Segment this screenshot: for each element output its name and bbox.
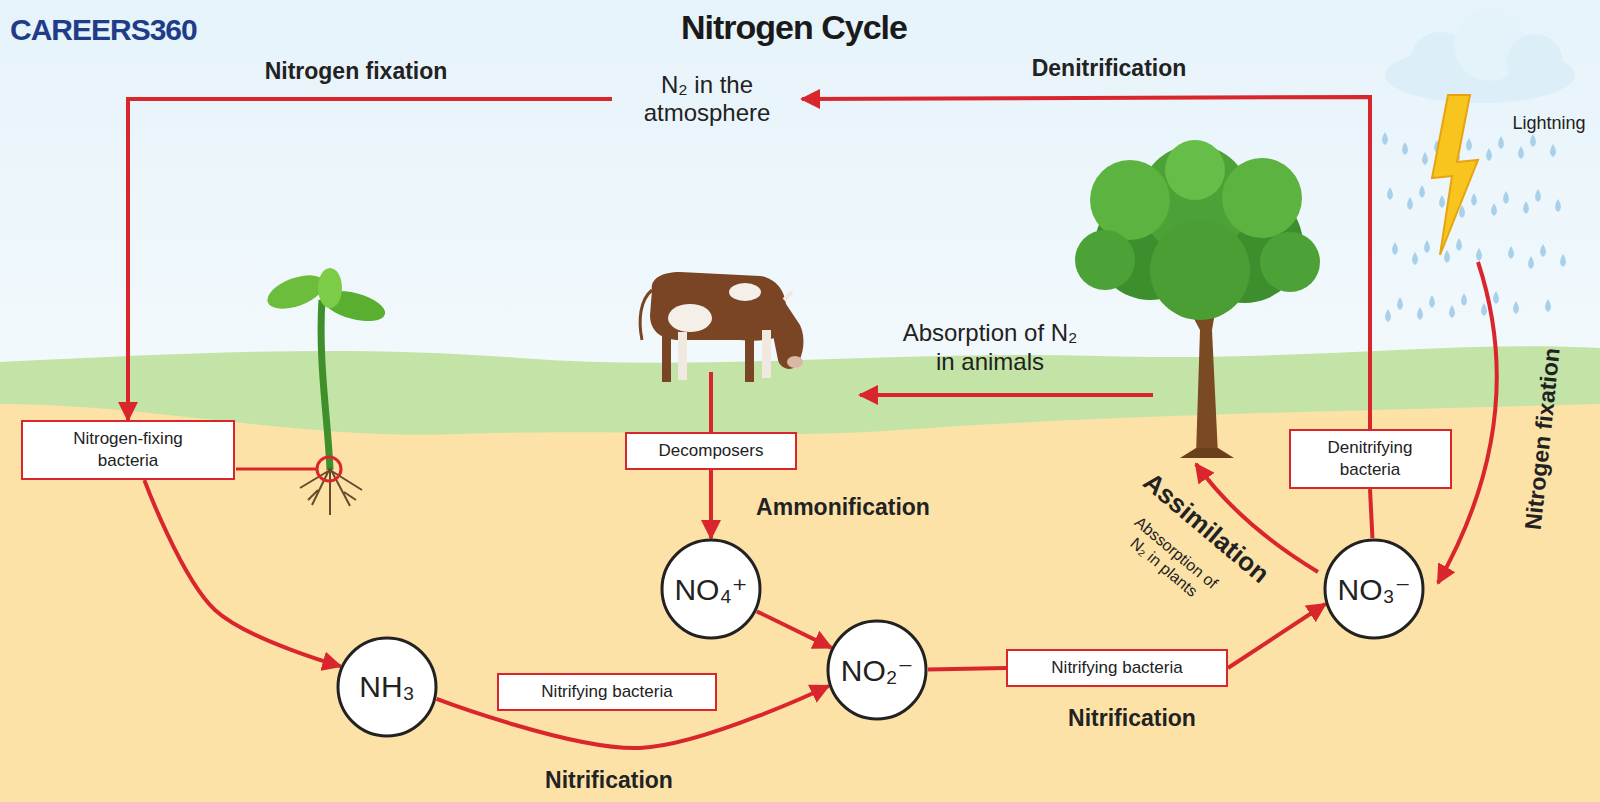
process-box: Nitrifying bacteria — [497, 673, 717, 711]
animal-absorption-arrow — [860, 393, 1153, 397]
rain-drop — [1424, 240, 1430, 253]
compound-circle: NO₂⁻ — [826, 619, 928, 721]
process-label: Denitrification — [1032, 55, 1187, 82]
rain-drop — [1528, 256, 1534, 269]
title: Nitrogen Cycle — [681, 8, 907, 47]
rain-drop — [1471, 193, 1477, 206]
process-box: Nitrifying bacteria — [1006, 649, 1228, 687]
connector-arrow — [1228, 604, 1325, 668]
connector-arrow — [928, 668, 1006, 670]
rain-drop — [1486, 148, 1492, 161]
rain-drop — [1402, 142, 1408, 155]
node-text: NO₃⁻ — [1337, 572, 1410, 607]
rain-drop — [1422, 152, 1428, 165]
rain-drop — [1560, 254, 1566, 267]
rain-drop — [1491, 203, 1497, 216]
rain-drop — [1419, 185, 1425, 198]
rain-drop — [1397, 297, 1403, 310]
rain-drop — [1481, 303, 1487, 316]
circle-shape — [828, 621, 926, 719]
connector-arrow — [1370, 489, 1372, 538]
rain-drop — [1545, 299, 1551, 312]
node-text: Denitrifying bacteria — [1309, 437, 1432, 481]
rain-drop — [1385, 309, 1391, 322]
node-text: NO₄⁺ — [674, 572, 747, 607]
rain-drop — [1518, 146, 1524, 159]
connector-arrow — [709, 470, 713, 538]
node-text: NH₃ — [359, 670, 415, 704]
process-box: Denitrifying bacteria — [1289, 429, 1452, 489]
compound-circle: NO₄⁺ — [660, 538, 762, 640]
rain-drop — [1555, 199, 1561, 212]
rain-drop — [1444, 250, 1450, 263]
circle-shape — [1325, 540, 1423, 638]
process-label: Nitrification — [1068, 705, 1196, 732]
rain-drop — [1439, 195, 1445, 208]
rain-drop — [1392, 242, 1398, 255]
lightning-bolt — [1432, 95, 1478, 255]
soil — [0, 404, 1600, 802]
cloud — [1385, 9, 1575, 103]
tree — [1075, 140, 1320, 458]
rain-drop — [1498, 136, 1504, 149]
rain-drop — [1456, 238, 1462, 251]
rain-drop — [1387, 187, 1393, 200]
process-label: Ammonification — [756, 494, 930, 521]
process-label: Absorption of N₂ in animals — [890, 319, 1090, 377]
connector-arrow — [802, 97, 1370, 429]
circle-shape — [338, 638, 436, 736]
rain-drop — [1417, 307, 1423, 320]
connector-arrow — [757, 611, 831, 647]
logo-text: CAREERS360 — [10, 12, 197, 48]
circle-shape — [662, 540, 760, 638]
rain-drop — [1493, 291, 1499, 304]
node-text: Nitrifying bacteria — [1026, 657, 1208, 679]
connector-arrow — [128, 99, 612, 420]
rain-drop — [1429, 295, 1435, 308]
node-text: Decomposers — [645, 440, 777, 462]
cow — [640, 272, 803, 433]
node-text: Nitrogen-fixing bacteria — [41, 428, 215, 472]
rain-drop — [1476, 248, 1482, 261]
rain-drop — [1535, 189, 1541, 202]
rain-drop — [1550, 144, 1556, 157]
lightning-label: Lightning — [1512, 113, 1585, 135]
rain-drop — [1523, 201, 1529, 214]
connector-arrow — [144, 480, 340, 666]
rain-drop — [1503, 191, 1509, 204]
rain-drop — [1407, 197, 1413, 210]
node-text: Nitrifying bacteria — [517, 681, 697, 703]
process-box: Decomposers — [625, 432, 797, 470]
process-label: Nitrification — [545, 767, 673, 794]
node-text: NO₂⁻ — [841, 653, 913, 688]
reservoir-label: N₂ in the atmosphere — [612, 69, 802, 128]
seedling — [236, 268, 388, 515]
rain-drop — [1508, 246, 1514, 259]
rain-drop — [1513, 301, 1519, 314]
rain-drop — [1412, 252, 1418, 265]
node-text: N₂ in the atmosphere — [616, 71, 798, 126]
rain-drop — [1382, 132, 1388, 145]
rain-drop — [1461, 293, 1467, 306]
rain-drop — [1466, 138, 1472, 151]
rain-drop — [1530, 134, 1536, 147]
process-label: Nitrogen fixation — [265, 58, 448, 85]
rain-drop — [1449, 305, 1455, 318]
compound-circle: NH₃ — [336, 636, 438, 738]
lightning-arrow — [1438, 262, 1497, 583]
compound-circle: NO₃⁻ — [1323, 538, 1425, 640]
rain-drop — [1540, 244, 1546, 257]
process-box: Nitrogen-fixing bacteria — [21, 420, 235, 480]
